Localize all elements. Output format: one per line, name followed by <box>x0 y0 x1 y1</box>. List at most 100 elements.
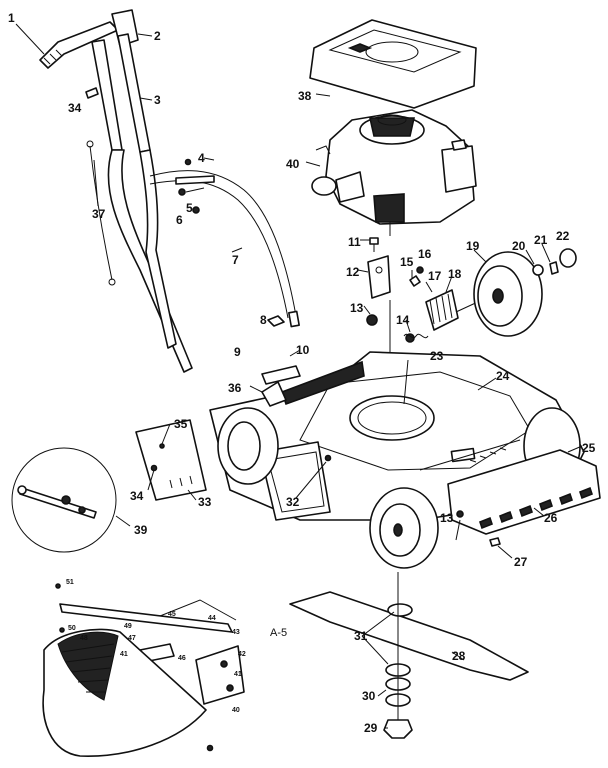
leader-18 <box>445 275 453 293</box>
grip-texture <box>43 49 63 65</box>
bracket-hole <box>375 266 383 274</box>
callout-40: 40 <box>286 157 300 171</box>
fuel-tank <box>441 145 477 193</box>
callout-28: 28 <box>452 649 466 663</box>
leader-25 <box>567 445 583 453</box>
rear-wheel-left-hub <box>393 523 403 537</box>
callout-34a: 34 <box>68 101 82 115</box>
lower-handle-left <box>107 149 193 373</box>
leader-3 <box>139 97 153 101</box>
adjuster-notches <box>429 293 453 325</box>
frame-pin-50 <box>59 627 65 633</box>
leader-30 <box>377 689 387 697</box>
callout-36: 36 <box>228 381 242 395</box>
lower-handle-right <box>139 149 177 349</box>
callout-s40: 40 <box>232 707 240 714</box>
grass-bag-mesh <box>57 631 119 701</box>
callout-33: 33 <box>198 495 212 509</box>
flap-hole-1 <box>159 443 165 449</box>
chute-screw <box>324 454 332 462</box>
hubcap-22 <box>559 248 577 268</box>
callout-24: 24 <box>496 369 510 383</box>
leader-37 <box>93 159 99 207</box>
lock-washer <box>178 188 186 196</box>
callout-s43: 43 <box>232 629 240 636</box>
callout-s48: 48 <box>80 635 88 642</box>
muffler <box>311 176 337 196</box>
washer-20 <box>532 264 544 276</box>
callout-3: 3 <box>154 93 161 107</box>
cover-opening <box>365 41 419 63</box>
cable-eye <box>86 140 94 148</box>
callout-s50: 50 <box>68 625 76 632</box>
callout-32: 32 <box>286 495 300 509</box>
callout-2: 2 <box>154 29 161 43</box>
upper-handle-right <box>117 33 151 153</box>
callout-22: 22 <box>556 229 570 243</box>
callout-34b: 34 <box>130 489 144 503</box>
callout-37: 37 <box>92 207 106 221</box>
wheel-adjuster-parts <box>366 237 577 420</box>
leader-38 <box>315 93 331 97</box>
leader-31b <box>361 635 389 665</box>
callout-s41b: 41 <box>120 651 128 658</box>
callout-15: 15 <box>400 255 414 269</box>
leader-36 <box>249 385 263 393</box>
callout-7: 7 <box>232 253 239 267</box>
callout-s51: 51 <box>66 579 74 586</box>
callout-s44: 44 <box>208 615 216 622</box>
leader-20 <box>525 249 535 265</box>
leader-13b <box>455 519 461 541</box>
callout-s42: 42 <box>238 651 246 658</box>
leader-5 <box>185 187 205 193</box>
mesh-lines <box>61 643 115 693</box>
callout-16: 16 <box>418 247 432 261</box>
front-wheel-left-rim <box>227 421 261 471</box>
callout-29: 29 <box>364 721 378 735</box>
callout-10: 10 <box>296 343 310 357</box>
rear-flap-plate <box>135 419 207 501</box>
spring-coil <box>403 333 429 339</box>
callout-6: 6 <box>176 213 183 227</box>
pin-15 <box>409 275 421 287</box>
leader-2 <box>137 33 153 37</box>
handle-assembly <box>39 9 300 373</box>
callout-s49: 49 <box>124 623 132 630</box>
leader-lines <box>15 23 583 729</box>
callout-4: 4 <box>198 151 205 165</box>
flap-tabs <box>169 475 193 489</box>
callout-14: 14 <box>396 313 410 327</box>
blade-adapter <box>387 603 413 617</box>
leader-26 <box>533 507 545 517</box>
blade-assembly <box>289 572 529 739</box>
engine-assembly <box>309 19 477 236</box>
callout-17: 17 <box>428 269 442 283</box>
leader-23 <box>403 359 409 405</box>
bag-foot <box>206 744 214 752</box>
deck-edge-line <box>419 439 521 471</box>
handle-bolt <box>85 87 99 99</box>
leader-27 <box>497 545 513 559</box>
callout-25: 25 <box>582 441 596 455</box>
callout-s45: 45 <box>168 611 176 618</box>
chute-inner <box>267 451 325 513</box>
control-cable-upper <box>149 170 297 317</box>
callout-13b: 13 <box>440 511 454 525</box>
leader-21 <box>541 243 551 263</box>
leader-32 <box>295 461 327 499</box>
leader-17 <box>425 281 433 293</box>
callout-1: 1 <box>8 11 15 25</box>
leader-34b <box>147 469 155 491</box>
blade-nut <box>383 719 413 739</box>
leader-10 <box>289 349 301 357</box>
throttle-cable <box>89 145 113 281</box>
leader-13a <box>363 305 371 315</box>
cutting-blade <box>289 591 529 681</box>
hex-nut <box>192 206 200 214</box>
callout-35: 35 <box>174 417 188 431</box>
flywheel-shroud <box>369 117 415 137</box>
screw-27 <box>489 537 501 547</box>
callout-8: 8 <box>260 313 267 327</box>
deck-scale-ticks <box>469 447 507 463</box>
rod-spring <box>61 495 71 505</box>
